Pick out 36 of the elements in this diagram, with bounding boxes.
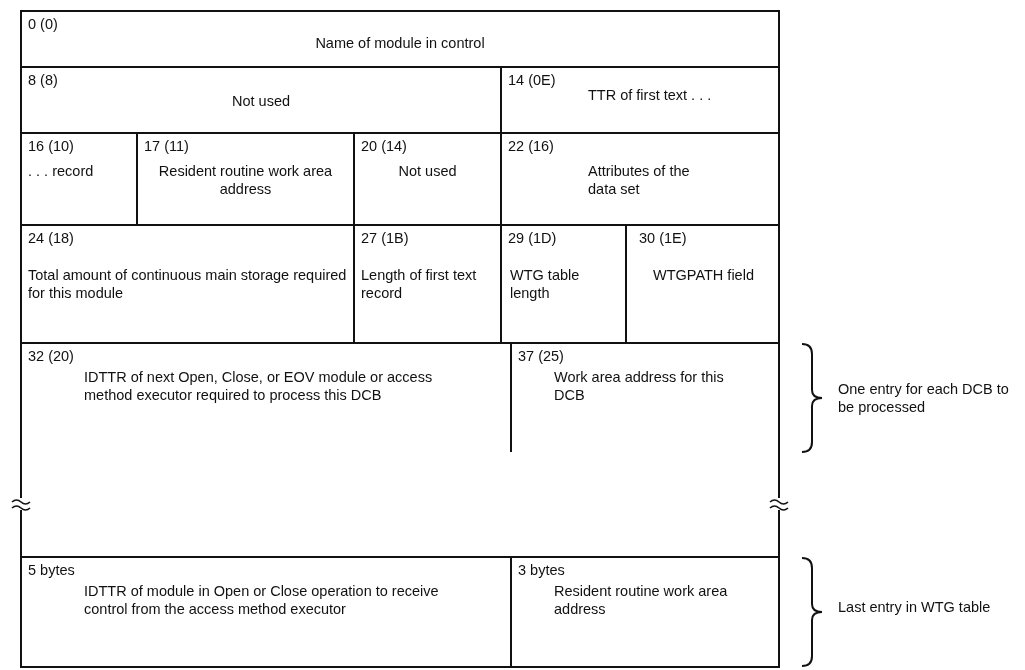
byte-offset: 24 (18) [28, 230, 74, 246]
byte-offset: 14 (0E) [508, 72, 556, 88]
field-description: Not used [397, 162, 458, 180]
field-description: Length of first text record [361, 266, 478, 302]
field-description: Resident routine work area address [554, 582, 729, 618]
field-description: Total amount of continuous main storage required for this module [28, 266, 348, 302]
byte-offset: 8 (8) [28, 72, 58, 88]
annotation-text: One entry for each DCB to be processed [838, 380, 1010, 416]
field-cell [510, 556, 780, 668]
byte-offset: 32 (20) [28, 348, 74, 364]
byte-offset: 27 (1B) [361, 230, 409, 246]
field-description: IDTTR of next Open, Close, or EOV module or access method executor required to process this DCB [84, 368, 434, 404]
field-description: Attributes of the data set [588, 162, 691, 198]
field-description: TTR of first text . . . [588, 86, 713, 104]
byte-offset: 3 bytes [518, 562, 565, 578]
byte-offset: 29 (1D) [508, 230, 557, 246]
field-description: IDTTR of module in Open or Close operation to receive control from the access method executor [84, 582, 440, 618]
byte-offset: 20 (14) [361, 138, 407, 154]
byte-offset: 16 (10) [28, 138, 74, 154]
field-description: Resident routine work area address [158, 162, 333, 198]
field-description: Not used [230, 92, 291, 110]
field-description: WTGPATH field [653, 266, 755, 284]
field-description: Work area address for this DCB [554, 368, 725, 404]
byte-offset: 22 (16) [508, 138, 554, 154]
byte-offset: 30 (1E) [639, 230, 687, 246]
annotation-text: Last entry in WTG table [838, 598, 992, 616]
field-description: Name of module in control [314, 34, 486, 52]
empty-region [20, 452, 780, 558]
byte-offset: 37 (25) [518, 348, 564, 364]
field-description: . . . record [28, 162, 95, 180]
byte-offset: 17 (11) [144, 138, 189, 154]
field-cell [20, 10, 780, 68]
byte-offset: 5 bytes [28, 562, 75, 578]
byte-offset: 0 (0) [28, 16, 58, 32]
field-description: WTG table length [510, 266, 581, 302]
field-cell [20, 556, 512, 668]
